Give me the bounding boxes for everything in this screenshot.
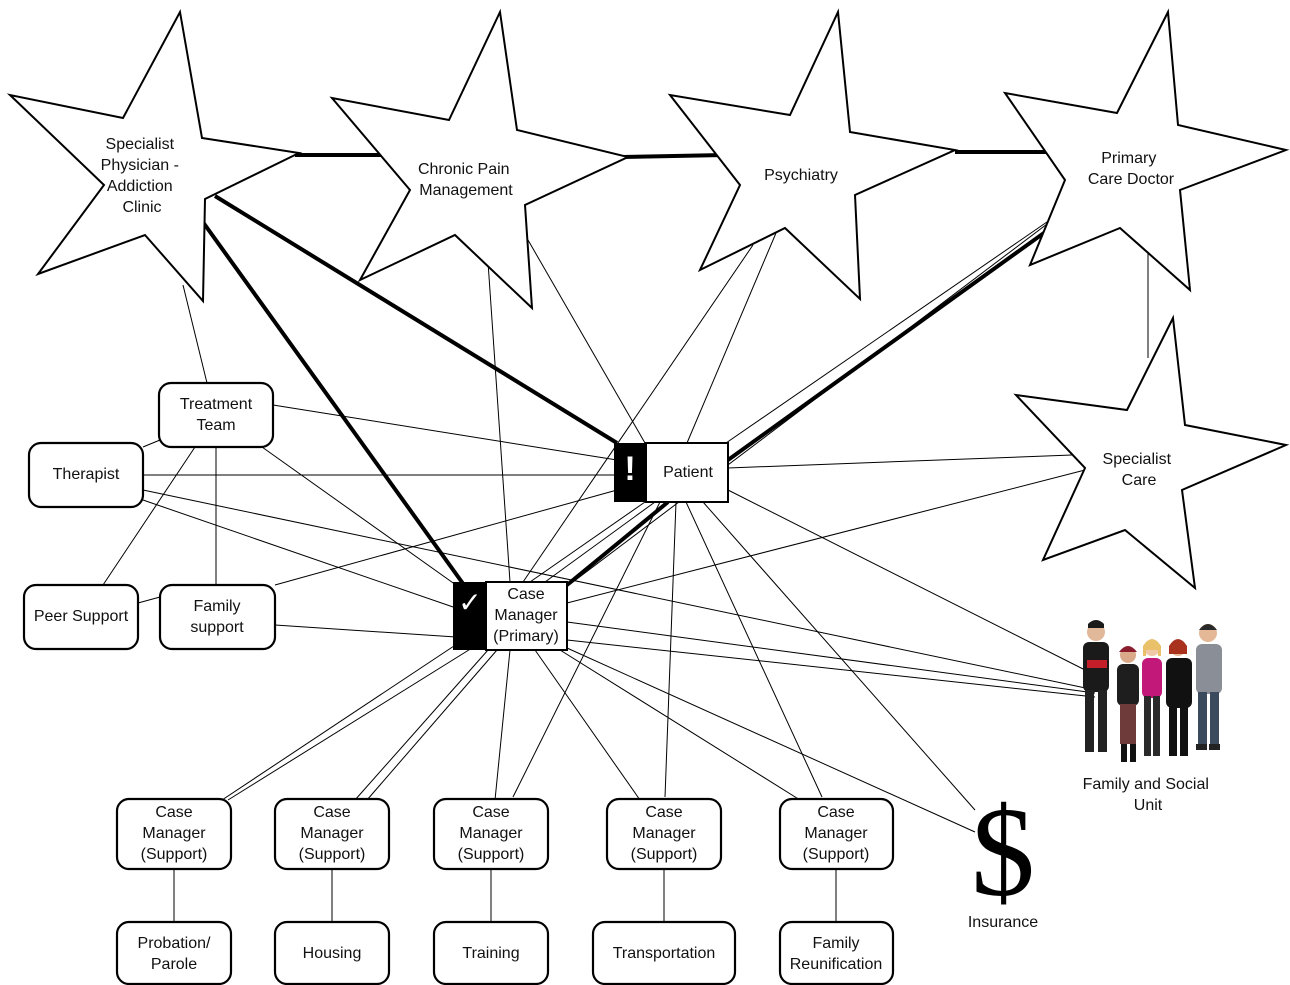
star-label-chronic-pain: Chronic Pain Management: [418, 161, 514, 199]
dollar-icon: $: [971, 781, 1035, 923]
svg-text:Therapist: Therapist: [53, 466, 120, 483]
svg-text:Transportation: Transportation: [613, 945, 716, 962]
peer-support-box: Peer Support: [22, 583, 140, 651]
housing-box: Housing: [273, 920, 391, 985]
exclamation-icon: !: [624, 450, 635, 488]
probation-parole-box: Probation/Parole: [115, 920, 233, 985]
svg-text:Probation/Parole: Probation/Parole: [138, 935, 211, 973]
star-label-addiction-clinic: Specialist Physician - Addiction Clinic: [101, 136, 184, 216]
svg-text:Patient: Patient: [663, 464, 713, 481]
svg-text:Training: Training: [462, 945, 519, 962]
patient-box: ! Patient: [614, 442, 729, 503]
svg-text:Housing: Housing: [303, 945, 362, 962]
star-specialist-care: Specialist Care: [1013, 314, 1290, 591]
star-primary-care-doctor: Primary Care Doctor: [1002, 8, 1290, 293]
therapist-box: Therapist: [27, 441, 145, 509]
transportation-box: Transportation: [591, 920, 737, 985]
star-label-psychiatry: Psychiatry: [764, 167, 838, 184]
star-chronic-pain-management: Chronic Pain Management: [329, 8, 632, 311]
checkmark-icon: ✓: [458, 586, 481, 619]
star-label-specialist-care: Specialist Care: [1103, 451, 1176, 489]
star-addiction-clinic: Specialist Physician - Addiction Clinic: [6, 8, 303, 304]
connector-lines: [102, 150, 1149, 922]
star-label-primary-care: Primary Care Doctor: [1088, 150, 1175, 188]
svg-text:Peer Support: Peer Support: [34, 608, 129, 625]
star-psychiatry: Psychiatry: [667, 8, 959, 302]
training-box: Training: [432, 920, 550, 985]
insurance-label: Insurance: [968, 914, 1038, 931]
people-group-icon: [1083, 620, 1222, 762]
family-social-unit-label: Family and Social Unit: [1083, 776, 1214, 814]
